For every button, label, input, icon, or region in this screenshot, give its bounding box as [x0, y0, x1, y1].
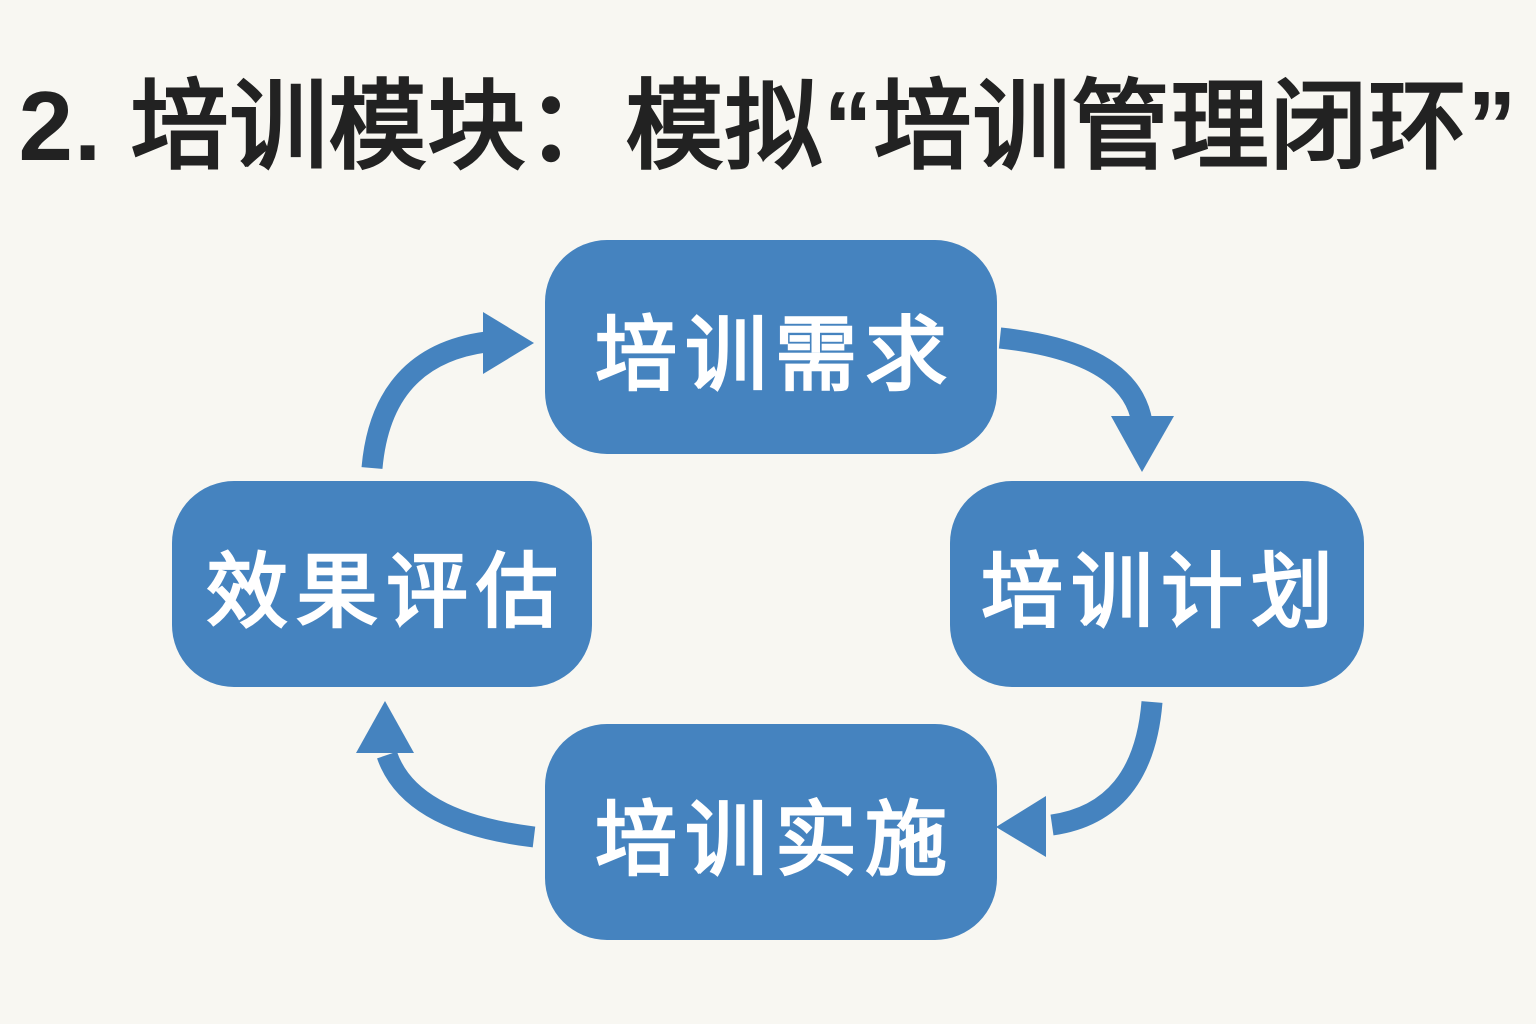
node-training-needs-label: 培训需求	[594, 309, 955, 401]
arrow-evaluation-to-needs-icon	[361, 312, 534, 470]
node-training-plan: 培训计划	[950, 481, 1364, 687]
node-training-implementation: 培训实施	[545, 724, 997, 940]
page-title: 2. 培训模块：模拟“培训管理闭环”	[18, 71, 1518, 181]
node-training-plan-label: 培训计划	[980, 546, 1341, 638]
node-effect-evaluation: 效果评估	[172, 481, 592, 687]
node-training-implementation-label: 培训实施	[594, 794, 955, 886]
arrow-implementation-to-evaluation-icon	[356, 701, 536, 848]
arrow-plan-to-implementation-icon	[996, 701, 1163, 857]
node-training-needs: 培训需求	[545, 240, 997, 454]
node-effect-evaluation-label: 效果评估	[205, 546, 566, 638]
arrow-needs-to-plan-icon	[998, 327, 1174, 472]
